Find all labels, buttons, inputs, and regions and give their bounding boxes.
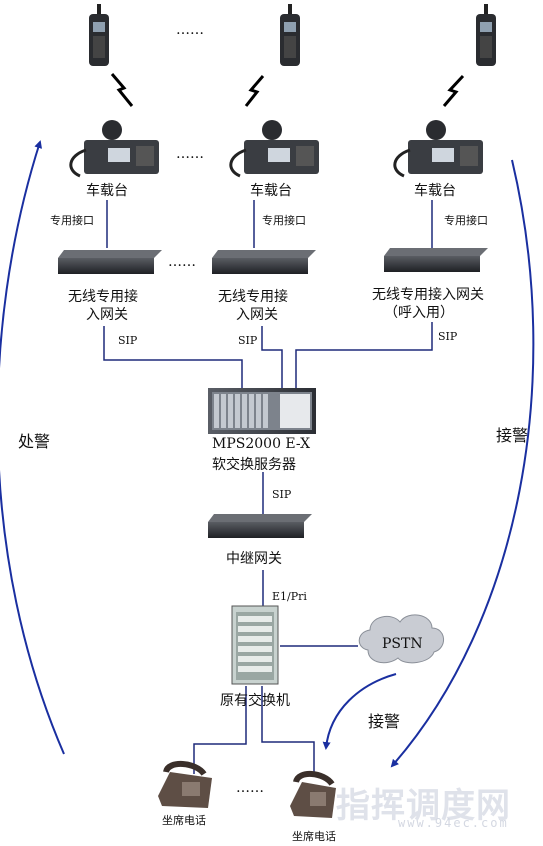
car-radio-right-label: 车载台 [414, 183, 456, 199]
wireless-link-right [442, 74, 465, 107]
sip-label-right: SIP [438, 330, 458, 343]
dedicated-port-left: 专用接口 [50, 214, 94, 227]
answer-arrow-inner [322, 673, 397, 750]
trunk-gateway-label: 中继网关 [226, 551, 282, 567]
dispatch-alarm-label: 处警 [18, 432, 51, 451]
sip-label-middle: SIP [238, 334, 258, 347]
pbx-cabinet [231, 605, 279, 685]
link-gw-middle-server [261, 326, 283, 392]
gateway-middle-label-1: 无线专用接 [218, 289, 288, 305]
e1pri-label: E1/Pri [272, 590, 307, 603]
car-radio-left-label: 车载台 [86, 183, 128, 199]
dedicated-port-middle: 专用接口 [262, 214, 306, 227]
pstn-label: PSTN [382, 636, 423, 652]
sip-label-left: SIP [118, 334, 138, 347]
gateway-left [58, 250, 162, 274]
dots-gateway: …… [168, 254, 196, 270]
answer-alarm-inner-label: 接警 [368, 712, 401, 731]
dispatch-arrow [0, 140, 65, 755]
link-gw-left-server [103, 326, 243, 392]
car-radio-middle [229, 120, 319, 178]
gateway-left-label-2: 入网关 [86, 307, 128, 323]
seat-phone-right [290, 771, 336, 818]
answer-arrow-outer [390, 159, 535, 768]
seat-phone-right-label: 坐席电话 [292, 830, 336, 843]
handheld-radio-middle [280, 4, 300, 66]
dots-phones: …… [236, 780, 264, 796]
server-model-label: MPS2000 E-X [212, 436, 311, 452]
gateway-right [384, 248, 488, 272]
link-gw-right-server [295, 322, 433, 392]
watermark-title: 指挥调度网 [336, 786, 511, 826]
gateway-middle-label-2: 入网关 [236, 307, 278, 323]
gateway-right-label-2: （呼入用） [384, 305, 454, 321]
wireless-link-middle [244, 75, 265, 107]
server-name-label: 软交换服务器 [212, 457, 296, 473]
link-pbx-phone-right [261, 686, 315, 776]
sip-label-trunk: SIP [272, 488, 292, 501]
answer-alarm-outer-label: 接警 [496, 426, 529, 445]
watermark-url: www.94ec.com [398, 816, 509, 830]
car-radio-middle-label: 车载台 [250, 183, 292, 199]
dots-car-radio: …… [176, 146, 204, 162]
seat-phone-left-label: 坐席电话 [162, 814, 206, 827]
gateway-left-label-1: 无线专用接 [68, 289, 138, 305]
pstn-cloud [358, 614, 444, 664]
pbx-label: 原有交换机 [220, 693, 290, 709]
gateway-right-label-1: 无线专用接入网关 [372, 287, 484, 303]
trunk-gateway [208, 514, 312, 538]
softswitch-server [208, 388, 316, 434]
wireless-link-left [110, 73, 134, 107]
link-pbx-phone-left [193, 686, 247, 774]
car-radio-left [69, 120, 159, 178]
dots-handheld: …… [176, 22, 204, 38]
handheld-radio-right [476, 4, 496, 66]
handheld-radio-left [89, 4, 109, 66]
seat-phone-left [158, 761, 212, 808]
dedicated-port-right: 专用接口 [444, 214, 488, 227]
car-radio-right [393, 120, 483, 178]
gateway-middle [212, 250, 316, 274]
